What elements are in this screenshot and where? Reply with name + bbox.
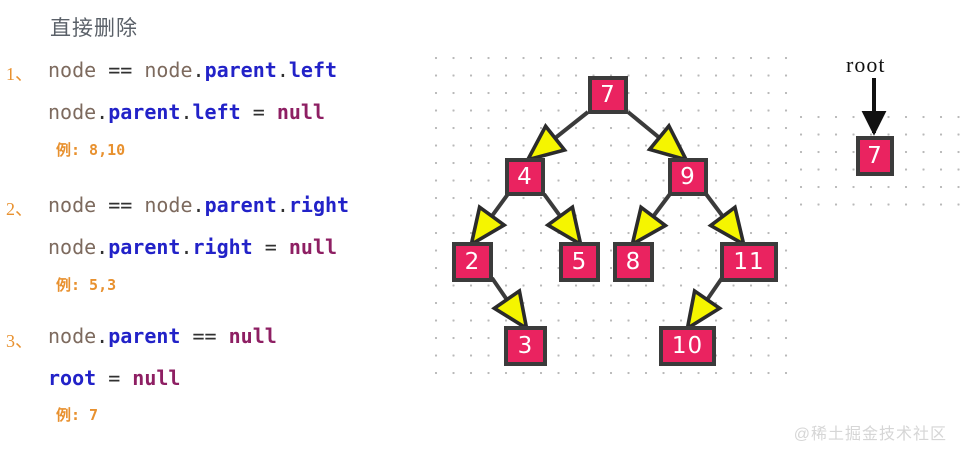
token-property-parent: parent xyxy=(108,100,181,124)
tree-node-9: 9 xyxy=(668,158,708,196)
page-title: 直接删除 xyxy=(50,17,138,40)
tree-node-3: 3 xyxy=(504,326,547,366)
token-dot-1: . xyxy=(192,58,205,82)
token-property-side: left xyxy=(192,100,241,124)
token-dot-1: . xyxy=(192,193,205,217)
tree-node-5: 5 xyxy=(559,242,600,282)
token-dot-1: . xyxy=(96,100,109,124)
rule-2-assignment: node.parent.right = null xyxy=(48,235,337,259)
token-assign: = xyxy=(240,100,277,124)
root-label: root xyxy=(846,52,886,77)
token-null: null xyxy=(288,235,338,259)
tree-edge-n9-n11 xyxy=(704,192,742,242)
tree-edge-n11-n10 xyxy=(689,276,724,326)
token-dot-1: . xyxy=(96,235,109,259)
rule-number-2: 2、 xyxy=(6,199,33,219)
tree-node-8: 8 xyxy=(613,242,654,282)
watermark: @稀土掘金技术社区 xyxy=(793,426,947,443)
rule-3-condition: node.parent == null xyxy=(48,324,277,348)
token-dot-2: . xyxy=(276,58,289,82)
rule-1-condition: node == node.parent.left xyxy=(48,58,337,82)
token-null: null xyxy=(276,100,325,124)
tree-node-2: 2 xyxy=(452,242,493,282)
tree-edge-n4-n5 xyxy=(542,192,579,242)
tree-edge-n7-n4 xyxy=(530,110,590,158)
token-property-side: right xyxy=(192,235,253,259)
token-property-parent: parent xyxy=(108,324,181,348)
token-object: node xyxy=(48,193,97,217)
tree-edges xyxy=(473,110,742,326)
tree-edge-n9-n8 xyxy=(634,192,672,242)
tree-edge-n4-n2 xyxy=(473,192,510,242)
token-operator: == xyxy=(96,58,145,82)
rule-1-example: 例: 8,10 xyxy=(56,141,126,159)
rule-number-1: 1、 xyxy=(6,64,33,84)
token-object-2: node xyxy=(144,58,193,82)
token-dot-2: . xyxy=(180,100,193,124)
token-object: node xyxy=(48,324,97,348)
token-null: null xyxy=(132,366,181,390)
token-property-side: right xyxy=(288,193,350,217)
token-dot-1: . xyxy=(96,324,109,348)
token-object: node xyxy=(48,100,97,124)
token-dot-2: . xyxy=(276,193,289,217)
rule-1-assignment: node.parent.left = null xyxy=(48,100,325,124)
tree-edge-n2-n3 xyxy=(490,276,525,326)
token-object: node xyxy=(48,58,97,82)
tree-node-7: 7 xyxy=(856,136,894,176)
token-operator: == xyxy=(96,193,145,217)
tree-node-11: 11 xyxy=(720,242,778,282)
token-assign: = xyxy=(96,366,133,390)
rule-2-example: 例: 5,3 xyxy=(56,276,117,294)
token-assign: = xyxy=(252,235,289,259)
token-object: node xyxy=(48,235,97,259)
rule-3-example: 例: 7 xyxy=(56,406,99,424)
rule-number-3: 3、 xyxy=(6,331,33,351)
tree-edge-n7-n9 xyxy=(626,110,684,158)
token-dot-2: . xyxy=(180,235,193,259)
token-property-side: left xyxy=(288,58,338,82)
token-property-parent: parent xyxy=(204,58,277,82)
token-object-2: node xyxy=(144,193,193,217)
token-root: root xyxy=(48,366,97,390)
rule-2-condition: node == node.parent.right xyxy=(48,193,349,217)
token-operator: == xyxy=(180,324,229,348)
token-null: null xyxy=(228,324,277,348)
tree-node-7: 7 xyxy=(588,76,628,114)
tree-node-10: 10 xyxy=(659,326,716,366)
token-property-parent: parent xyxy=(204,193,277,217)
token-property-parent: parent xyxy=(108,235,181,259)
explanation-panel: 直接删除 1、 node == node.parent.left node.pa… xyxy=(0,0,430,456)
rule-3-assignment: root = null xyxy=(48,366,180,390)
tree-node-4: 4 xyxy=(505,158,545,196)
